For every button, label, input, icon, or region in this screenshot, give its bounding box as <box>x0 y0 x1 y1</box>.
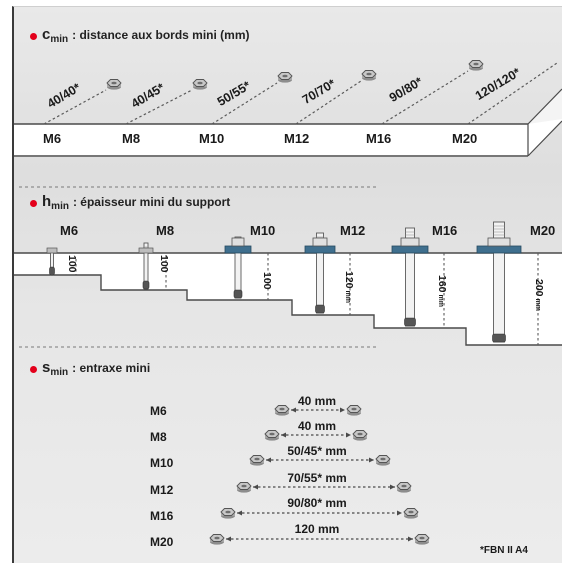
h-value-label: 200mm <box>533 279 545 311</box>
s-symbol: s <box>42 359 51 376</box>
s-size-label: M10 <box>150 456 174 470</box>
s-arrow-right <box>390 484 395 490</box>
hex-nut-icon <box>192 79 208 90</box>
c-size-label: M12 <box>284 131 310 146</box>
s-value-label: 50/45* mm <box>287 444 347 458</box>
hex-nut-icon <box>106 79 122 90</box>
h-anchor-group <box>46 221 539 345</box>
anchor-bolt-icon <box>304 232 336 314</box>
s-pair-group <box>209 405 430 545</box>
s-subscript: min <box>50 367 69 378</box>
s-section-label: : entraxe mini <box>72 361 151 375</box>
hex-nut-icon <box>346 405 362 416</box>
s-size-label: M8 <box>150 430 167 444</box>
h-value-label: 100 <box>158 255 170 273</box>
diagram-artwork <box>14 60 562 545</box>
h-section-label: : épaisseur mini du support <box>72 195 231 209</box>
c-size-label: M6 <box>43 131 62 146</box>
h-value-label: 160mm <box>436 275 448 307</box>
hex-nut-icon <box>414 534 430 545</box>
s-arrow-right <box>369 457 374 463</box>
hex-nut-icon <box>361 70 377 81</box>
h-section-title: hmin: épaisseur mini du support <box>42 193 230 212</box>
s-arrow-left <box>253 484 258 490</box>
anchor-bolt-icon <box>138 242 154 290</box>
hex-nut-icon <box>236 482 252 493</box>
c-bolt-group <box>106 60 484 90</box>
s-arrow-right <box>397 510 402 516</box>
c-size-label: M10 <box>199 131 225 146</box>
anchor-spacing-diagram: cmin: distance aux bords mini (mm) M6 M8… <box>12 6 562 563</box>
h-size-label: M16 <box>432 223 458 238</box>
c-size-label: M16 <box>366 131 392 146</box>
s-size-label: M16 <box>150 509 174 523</box>
hex-nut-icon <box>468 60 484 71</box>
s-value-label: 70/55* mm <box>287 471 347 485</box>
h-support <box>14 253 562 345</box>
s-value-label: 90/80* mm <box>287 496 347 510</box>
c-subscript: min <box>50 34 69 45</box>
hex-nut-icon <box>352 430 368 441</box>
h-bullet <box>30 200 37 207</box>
hex-nut-icon <box>274 405 290 416</box>
h-size-label: M8 <box>156 223 175 238</box>
hex-nut-icon <box>375 455 391 466</box>
c-size-label: M8 <box>122 131 141 146</box>
hex-nut-icon <box>403 508 419 519</box>
anchor-bolt-icon <box>391 227 429 327</box>
s-value-label: 40 mm <box>297 394 337 408</box>
c-section-label: : distance aux bords mini (mm) <box>72 28 250 42</box>
footnote: *FBN II A4 <box>480 545 528 556</box>
c-bullet <box>30 33 37 40</box>
c-dimension-line <box>125 89 193 125</box>
c-symbol: c <box>42 26 51 43</box>
h-subscript: min <box>51 201 69 212</box>
s-arrow-left <box>237 510 242 516</box>
anchor-bolt-icon <box>476 221 522 343</box>
hex-nut-icon <box>264 430 280 441</box>
hex-nut-icon <box>396 482 412 493</box>
c-section-title: cmin: distance aux bords mini (mm) <box>42 26 250 45</box>
h-size-label: M12 <box>340 223 366 238</box>
c-dimension-line <box>43 89 107 125</box>
s-value-label: 120 mm <box>294 522 340 536</box>
h-value-label: 100 <box>66 255 78 273</box>
hex-nut-icon <box>220 508 236 519</box>
h-size-label: M20 <box>530 223 556 238</box>
hex-nut-icon <box>277 72 293 83</box>
s-value-label: 40 mm <box>297 419 337 433</box>
anchor-bolt-icon <box>224 236 252 299</box>
h-value-label: 120mm <box>343 271 355 303</box>
hex-nut-icon <box>209 534 225 545</box>
s-size-label: M12 <box>150 483 174 497</box>
s-section-title: smin: entraxe mini <box>42 359 150 378</box>
hex-nut-icon <box>249 455 265 466</box>
s-arrow-left <box>281 432 286 438</box>
s-size-label: M6 <box>150 404 167 418</box>
c-leader-group <box>43 62 558 125</box>
s-arrow-right <box>340 407 345 413</box>
s-arrow-left <box>226 536 231 542</box>
s-arrow-right <box>346 432 351 438</box>
h-symbol: h <box>42 193 52 210</box>
s-size-label: M20 <box>150 535 174 549</box>
anchor-bolt-icon <box>46 247 58 276</box>
s-arrow-right <box>408 536 413 542</box>
c-dimension-line <box>381 70 469 125</box>
s-arrow-left <box>291 407 296 413</box>
c-slab-front <box>14 89 562 157</box>
c-size-label: M20 <box>452 131 478 146</box>
h-value-label: 100 <box>261 272 273 290</box>
s-arrow-left <box>266 457 271 463</box>
h-size-label: M10 <box>250 223 276 238</box>
s-bullet <box>30 366 37 373</box>
h-size-label: M6 <box>60 223 79 238</box>
